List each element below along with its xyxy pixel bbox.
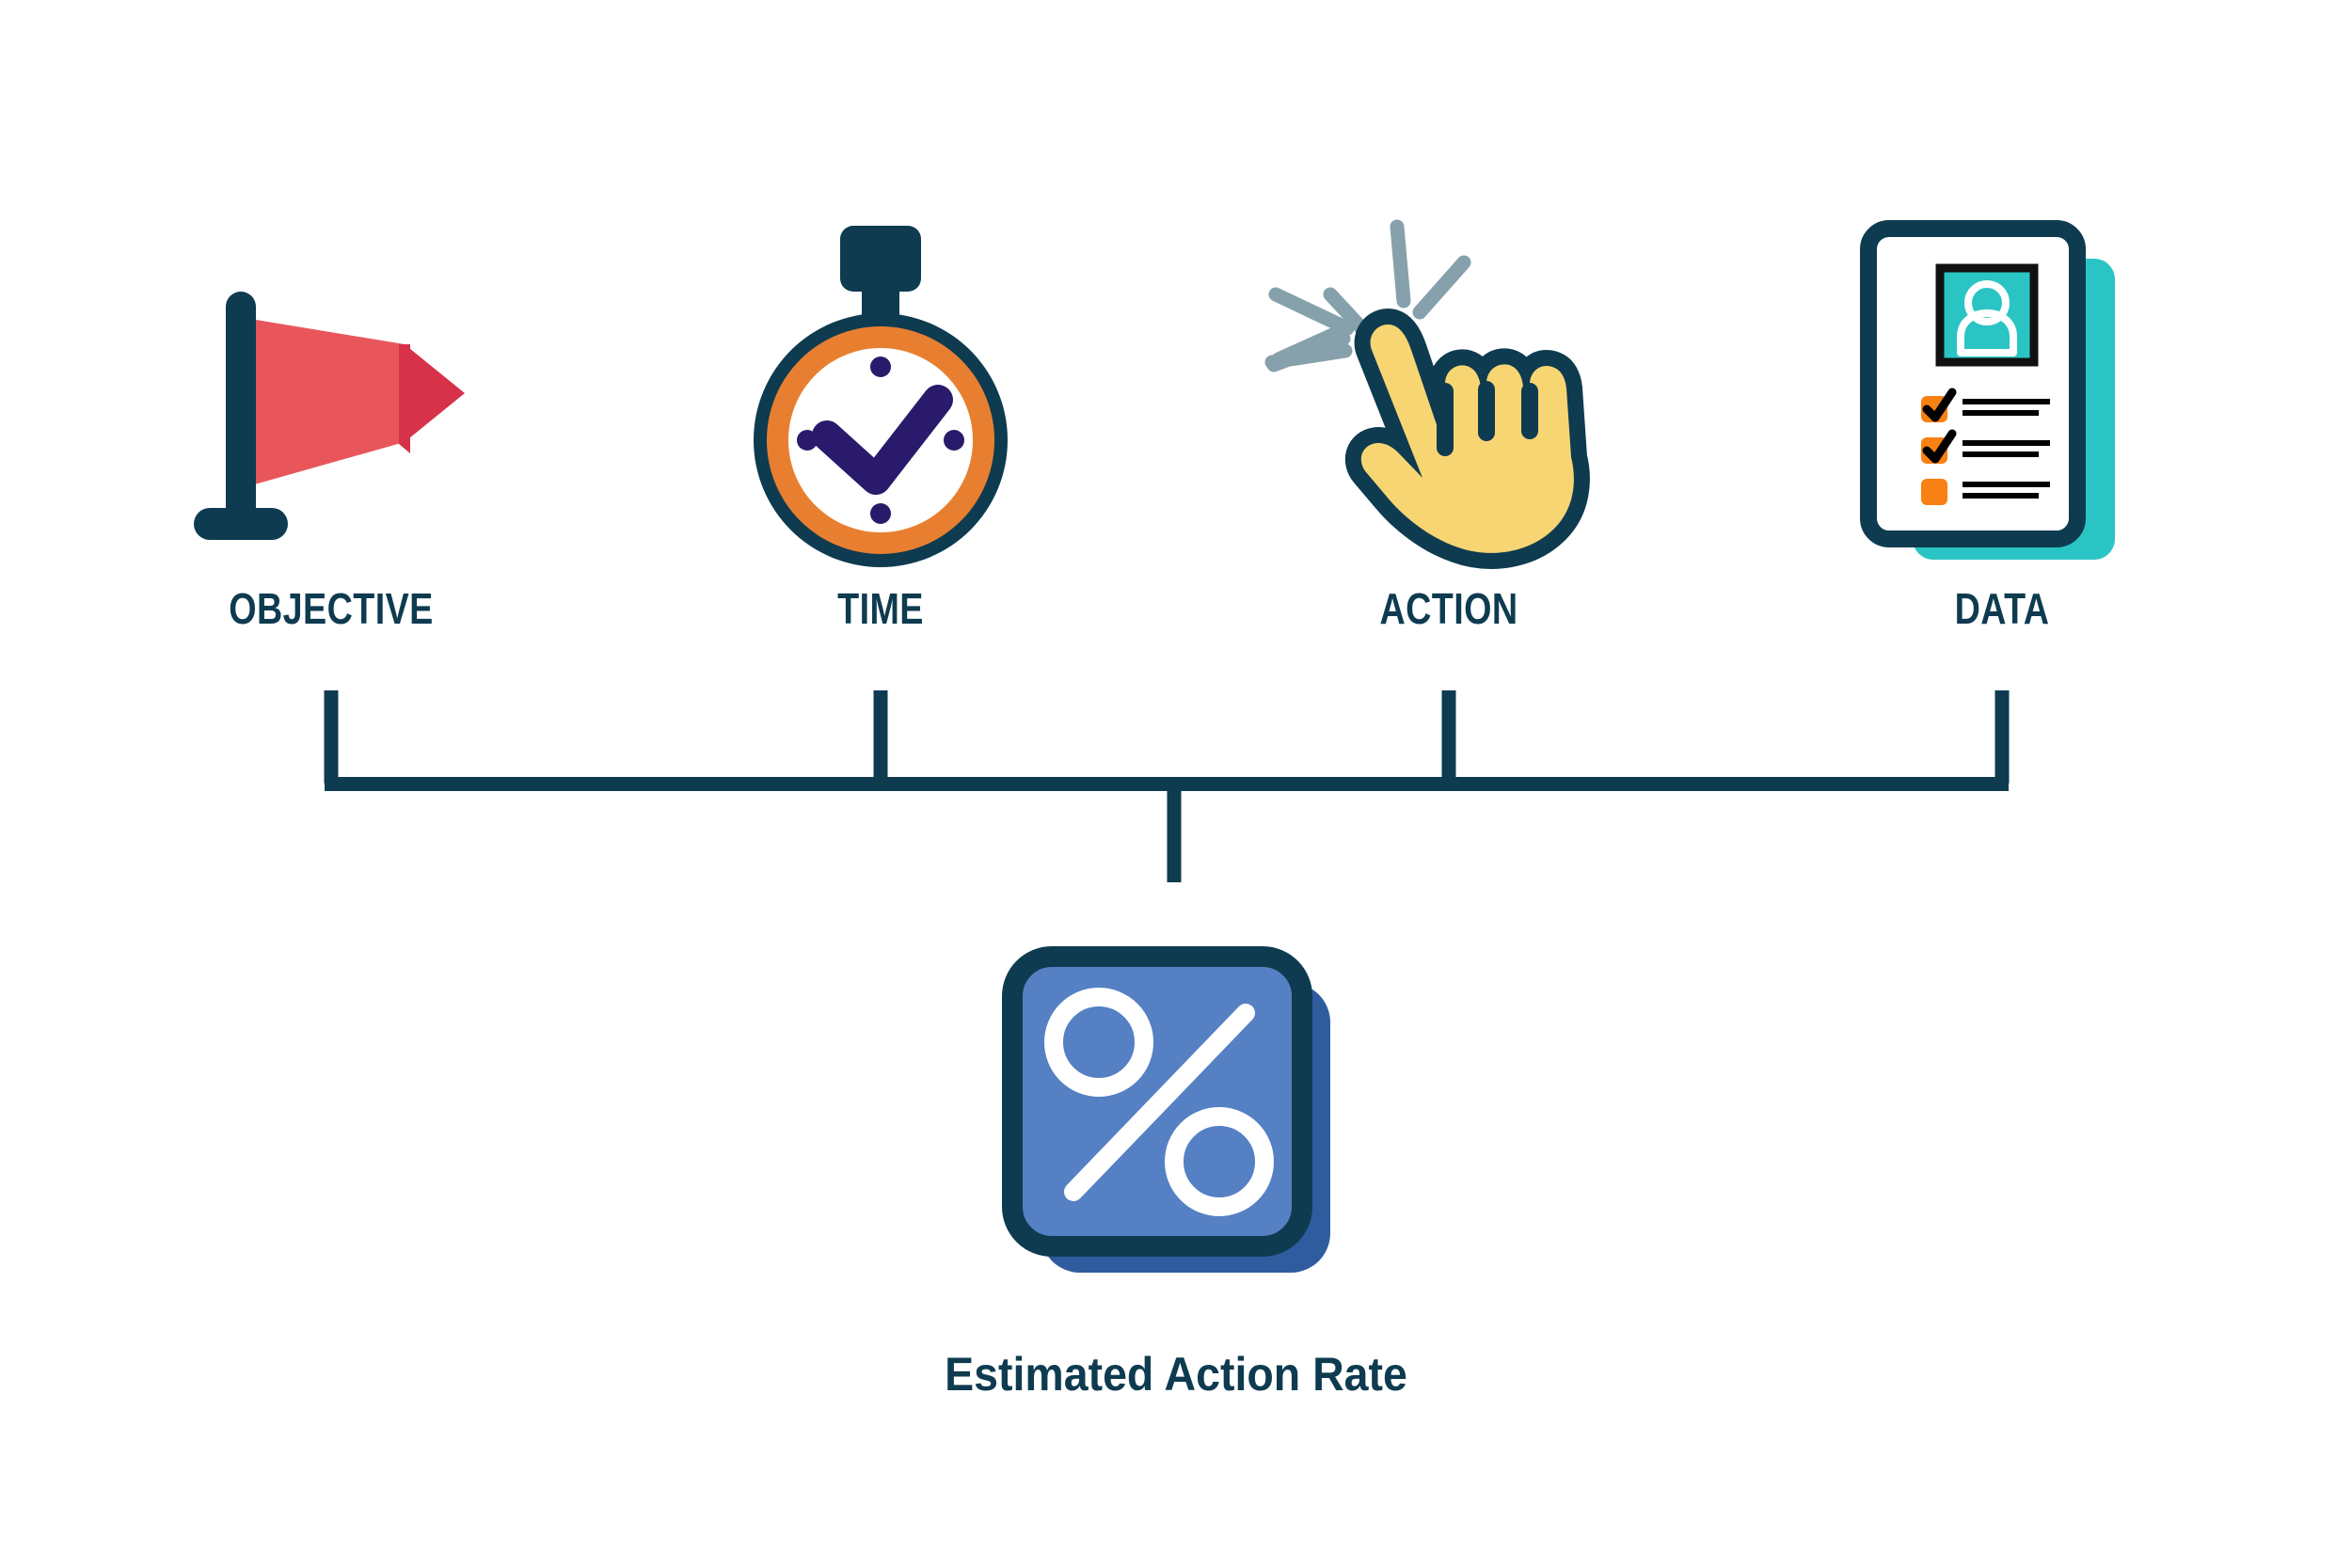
flag-icon — [190, 254, 472, 583]
input-node-data[interactable]: DATA — [1795, 212, 2209, 634]
document-checklist-icon — [1842, 212, 2162, 583]
input-label-action: ACTION — [1379, 584, 1518, 633]
stopwatch-icon — [725, 207, 1036, 583]
input-node-action[interactable]: ACTION — [1242, 198, 1656, 634]
hand-shape — [1344, 309, 1590, 569]
percent-icon — [986, 936, 1362, 1312]
click-hand-icon — [1261, 198, 1637, 583]
input-node-objective[interactable]: OBJECTIVE — [124, 254, 538, 634]
input-node-time[interactable]: TIME — [674, 207, 1088, 634]
input-label-time: TIME — [837, 584, 924, 633]
output-caption: Estimated Action Rate — [945, 1348, 1407, 1401]
connector-bracket — [324, 690, 2010, 882]
input-label-data: DATA — [1954, 584, 2050, 633]
input-label-objective: OBJECTIVE — [229, 584, 434, 633]
output-node-estimated-action-rate[interactable] — [969, 936, 1379, 1312]
